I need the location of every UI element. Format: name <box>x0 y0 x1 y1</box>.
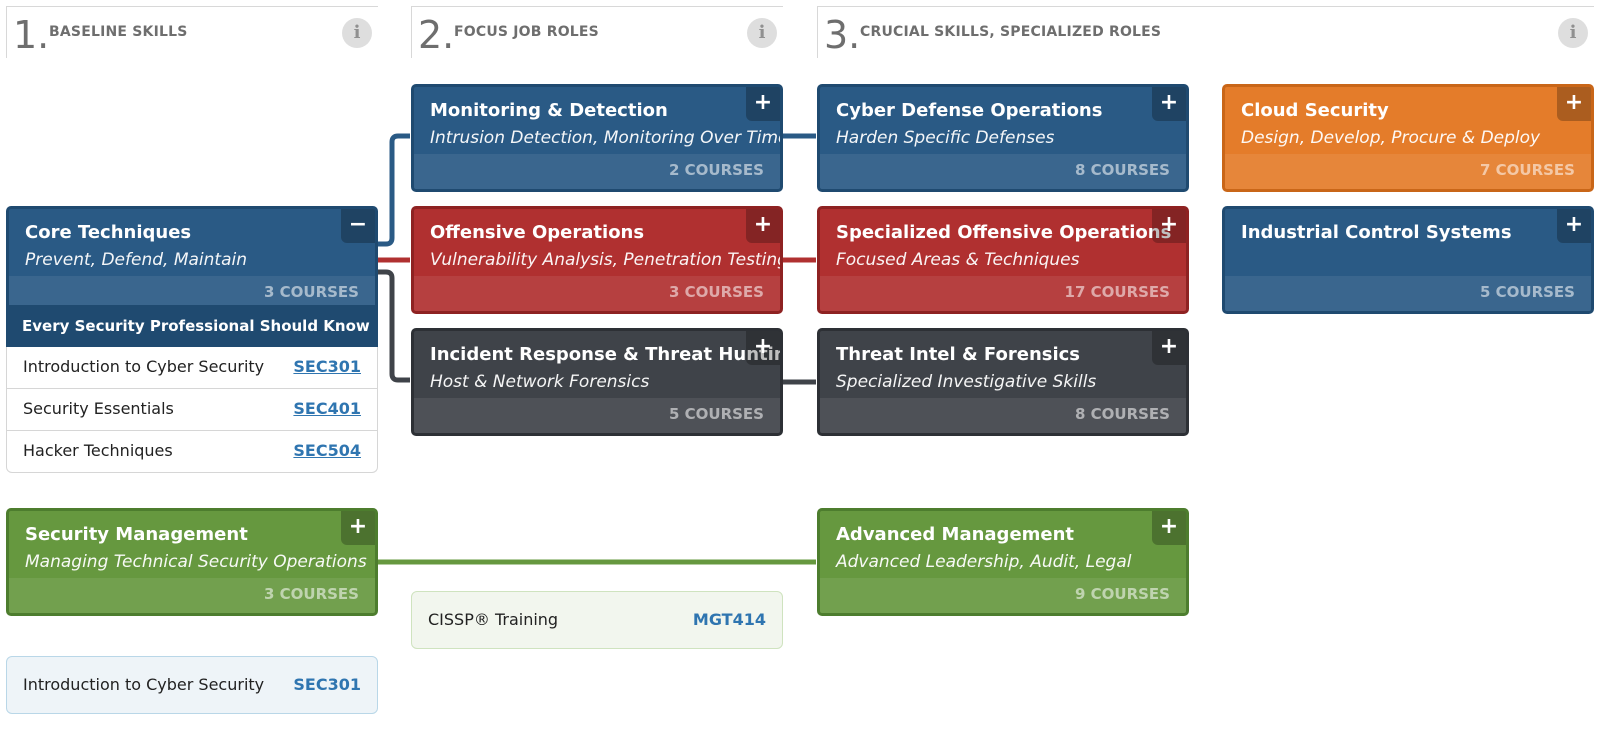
card-core-techniques[interactable]: Core Techniques Prevent, Defend, Maintai… <box>6 206 378 314</box>
card-subtitle: Specialized Investigative Skills <box>836 372 1097 392</box>
card-industrial-control-systems[interactable]: Industrial Control Systems 5 COURSES + <box>1222 206 1594 314</box>
course-row: Security Essentials SEC401 <box>7 388 377 430</box>
course-card-intro[interactable]: Introduction to Cyber Security SEC301 <box>6 656 378 714</box>
card-course-count: 2 COURSES <box>414 154 780 189</box>
expand-icon[interactable]: + <box>1152 511 1186 545</box>
column-number: 2. <box>418 13 455 57</box>
card-subtitle: Host & Network Forensics <box>430 372 650 392</box>
course-code-link[interactable]: SEC401 <box>293 399 361 418</box>
card-cloud-security[interactable]: Cloud Security Design, Develop, Procure … <box>1222 84 1594 192</box>
card-title: Specialized Offensive Operations <box>836 222 1172 243</box>
course-code-link[interactable]: SEC301 <box>293 675 361 694</box>
column-number: 3. <box>824 13 861 57</box>
card-incident-response[interactable]: Incident Response & Threat Hunting Host … <box>411 328 783 436</box>
course-code-link[interactable]: SEC301 <box>293 357 361 376</box>
card-cyber-defense-operations[interactable]: Cyber Defense Operations Harden Specific… <box>817 84 1189 192</box>
card-title: Monitoring & Detection <box>430 100 668 121</box>
card-course-count: 8 COURSES <box>820 154 1186 189</box>
card-course-count: 3 COURSES <box>414 276 780 311</box>
card-course-count: 17 COURSES <box>820 276 1186 311</box>
card-offensive-operations[interactable]: Offensive Operations Vulnerability Analy… <box>411 206 783 314</box>
card-title: Incident Response & Threat Hunting <box>430 344 783 365</box>
card-threat-intel-forensics[interactable]: Threat Intel & Forensics Specialized Inv… <box>817 328 1189 436</box>
card-title: Cloud Security <box>1241 100 1389 121</box>
course-name: Security Essentials <box>23 399 174 418</box>
expand-icon[interactable]: + <box>1152 331 1186 365</box>
expand-icon[interactable]: + <box>746 331 780 365</box>
column-header-baseline: 1. BASELINE SKILLS i <box>6 6 378 58</box>
course-card-cissp[interactable]: CISSP® Training MGT414 <box>411 591 783 649</box>
card-course-count: 5 COURSES <box>414 398 780 433</box>
column-title: CRUCIAL SKILLS, SPECIALIZED ROLES <box>860 24 1162 40</box>
card-course-count: 3 COURSES <box>9 578 375 613</box>
card-subtitle: Prevent, Defend, Maintain <box>25 250 247 270</box>
connector-core-incident <box>378 269 410 383</box>
card-subtitle: Advanced Leadership, Audit, Legal <box>836 552 1132 572</box>
card-subtitle: Harden Specific Defenses <box>836 128 1055 148</box>
info-icon[interactable]: i <box>342 18 372 48</box>
card-course-count: 7 COURSES <box>1225 154 1591 189</box>
column-title: FOCUS JOB ROLES <box>454 24 599 40</box>
column-title: BASELINE SKILLS <box>49 24 188 40</box>
card-title: Advanced Management <box>836 524 1075 545</box>
card-title: Threat Intel & Forensics <box>836 344 1081 365</box>
card-advanced-management[interactable]: Advanced Management Advanced Leadership,… <box>817 508 1189 616</box>
connector-core-monitoring <box>378 133 410 247</box>
expand-icon[interactable]: + <box>1557 87 1591 121</box>
card-course-count: 9 COURSES <box>820 578 1186 613</box>
course-name: Hacker Techniques <box>23 441 173 460</box>
card-subtitle: Intrusion Detection, Monitoring Over Tim… <box>430 128 783 148</box>
collapse-icon[interactable]: − <box>341 209 375 243</box>
core-course-list: Introduction to Cyber Security SEC301 Se… <box>6 347 378 473</box>
course-name: CISSP® Training <box>428 610 559 629</box>
column-number: 1. <box>13 13 50 57</box>
card-title: Cyber Defense Operations <box>836 100 1103 121</box>
card-subtitle: Focused Areas & Techniques <box>836 250 1080 270</box>
expand-icon[interactable]: + <box>1152 209 1186 243</box>
info-icon[interactable]: i <box>747 18 777 48</box>
course-code-link[interactable]: SEC504 <box>293 441 361 460</box>
card-title: Security Management <box>25 524 248 545</box>
info-icon[interactable]: i <box>1558 18 1588 48</box>
expand-icon[interactable]: + <box>746 209 780 243</box>
course-code-link[interactable]: MGT414 <box>692 610 766 629</box>
expand-icon[interactable]: + <box>746 87 780 121</box>
card-course-count: 8 COURSES <box>820 398 1186 433</box>
card-course-count: 5 COURSES <box>1225 276 1591 311</box>
card-subtitle: Design, Develop, Procure & Deploy <box>1241 128 1541 148</box>
card-security-management[interactable]: Security Management Managing Technical S… <box>6 508 378 616</box>
expand-icon[interactable]: + <box>1557 209 1591 243</box>
expand-icon[interactable]: + <box>1152 87 1186 121</box>
core-expanded-heading: Every Security Professional Should Know <box>6 305 378 347</box>
card-subtitle: Managing Technical Security Operations <box>25 552 367 572</box>
course-name: Introduction to Cyber Security <box>23 675 265 694</box>
card-title: Offensive Operations <box>430 222 645 243</box>
expand-icon[interactable]: + <box>341 511 375 545</box>
card-specialized-offensive[interactable]: Specialized Offensive Operations Focused… <box>817 206 1189 314</box>
course-name: Introduction to Cyber Security <box>23 357 265 376</box>
column-header-focus: 2. FOCUS JOB ROLES i <box>411 6 783 58</box>
column-header-crucial: 3. CRUCIAL SKILLS, SPECIALIZED ROLES i <box>817 6 1594 58</box>
card-monitoring-detection[interactable]: Monitoring & Detection Intrusion Detecti… <box>411 84 783 192</box>
card-title: Core Techniques <box>25 222 192 243</box>
course-row: Introduction to Cyber Security SEC301 <box>7 347 377 388</box>
course-row: Hacker Techniques SEC504 <box>7 430 377 472</box>
card-subtitle: Vulnerability Analysis, Penetration Test… <box>430 250 783 270</box>
card-title: Industrial Control Systems <box>1241 222 1512 243</box>
